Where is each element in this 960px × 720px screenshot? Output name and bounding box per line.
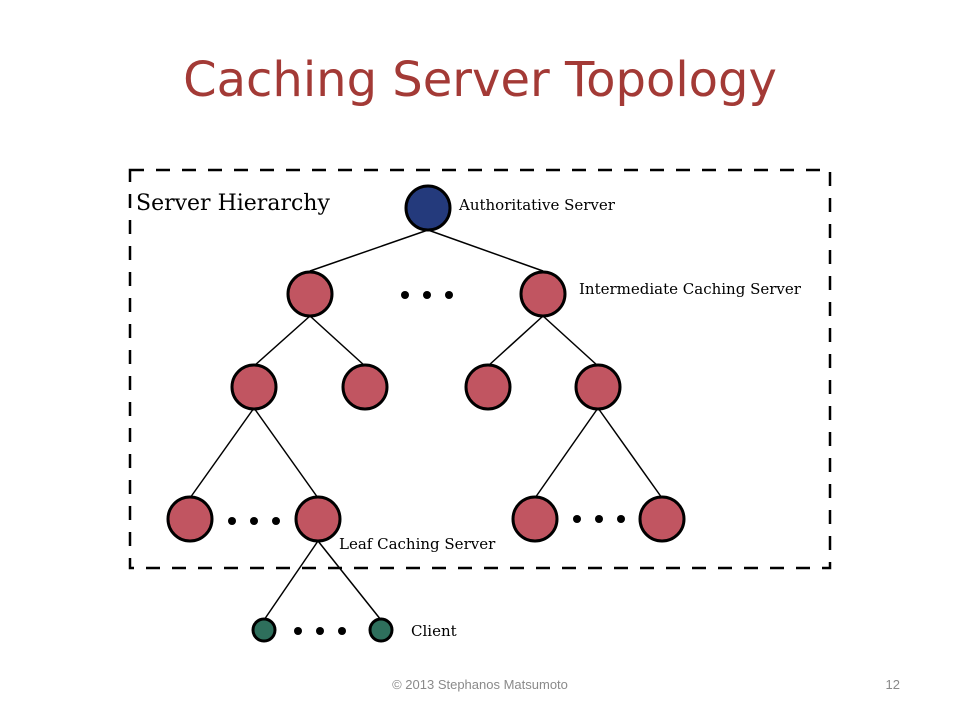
edge — [534, 407, 599, 499]
edge — [597, 407, 663, 499]
caching-server-node — [230, 363, 278, 411]
intermediate-caching-server-label: Intermediate Caching Server — [579, 280, 802, 298]
leaf-caching-server-node — [166, 495, 214, 543]
hierarchy-boundary-box — [128, 168, 832, 570]
client-node — [368, 617, 394, 643]
edge — [309, 229, 429, 272]
slide-title: Caching Server Topology — [183, 52, 777, 108]
intermediate-caching-server-node — [286, 270, 334, 318]
caching-server-node — [574, 363, 622, 411]
edge — [427, 229, 544, 272]
edge — [309, 315, 366, 367]
leaf-caching-server-node — [294, 495, 342, 543]
caching-server-node — [341, 363, 389, 411]
ellipsis-dots — [228, 291, 625, 635]
authoritative-server-node — [404, 184, 452, 232]
tree-edges — [189, 229, 663, 621]
edge — [317, 540, 382, 621]
leaf-caching-server-label: Leaf Caching Server — [339, 535, 496, 553]
hierarchy-region-label: Server Hierarchy — [136, 191, 330, 216]
caching-server-node — [464, 363, 512, 411]
client-node — [251, 617, 277, 643]
edge — [263, 540, 319, 621]
edge — [487, 315, 544, 367]
leaf-caching-server-node — [511, 495, 559, 543]
leaf-caching-server-node — [638, 495, 686, 543]
edge — [542, 315, 599, 367]
edge — [253, 315, 311, 367]
intermediate-caching-server-node — [519, 270, 567, 318]
footer-copyright: © 2013 Stephanos Matsumoto — [392, 677, 568, 692]
edge — [189, 407, 255, 499]
authoritative-server-label: Authoritative Server — [458, 196, 616, 214]
page-number: 12 — [885, 677, 900, 692]
client-label: Client — [411, 622, 457, 640]
edge — [253, 407, 319, 499]
